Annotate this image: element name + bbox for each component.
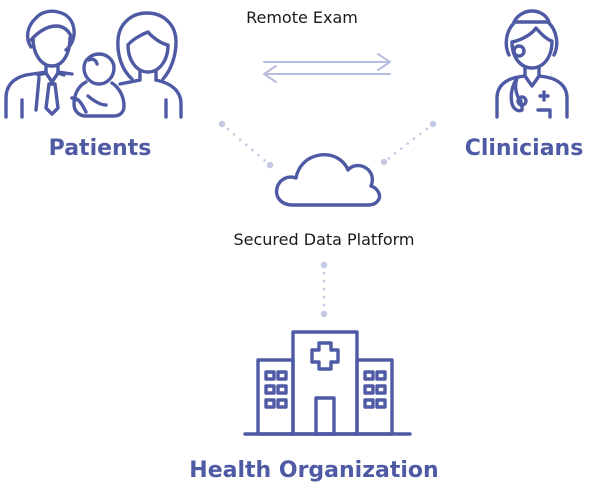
right-window-2 — [375, 370, 387, 381]
double-arrow-icon — [263, 53, 391, 83]
nurse-face — [510, 26, 554, 70]
left-window-6 — [276, 398, 288, 409]
father-head — [25, 9, 76, 52]
left-window-1 — [264, 370, 276, 381]
nurse-body — [495, 74, 569, 119]
child-arm — [86, 94, 108, 107]
hospital-right-wing — [355, 358, 394, 436]
left-window-5 — [264, 398, 276, 409]
clinicians-label: Clinicians — [464, 136, 584, 161]
mother-hair — [116, 11, 178, 81]
child-head — [82, 52, 116, 86]
dot-platform-right — [380, 158, 388, 166]
connector-patients-platform — [220, 122, 272, 167]
right-window-5 — [363, 398, 375, 409]
child-hair — [87, 57, 99, 66]
nurse-icon — [495, 9, 569, 119]
dot-platform-left — [266, 161, 274, 169]
father-hand — [70, 96, 88, 114]
connector-endpoints — [218, 120, 437, 318]
dot-clinicians-end — [429, 120, 437, 128]
father-face — [31, 36, 72, 68]
hospital-door — [314, 396, 336, 436]
hospital-cross — [310, 341, 340, 371]
nurse-hair — [504, 21, 559, 57]
child-body — [72, 80, 126, 118]
dot-patients-end — [218, 120, 226, 128]
cloud-icon — [274, 152, 382, 207]
father-tie — [44, 82, 60, 116]
hospital-icon — [243, 330, 412, 436]
arrow-left — [263, 65, 391, 83]
stethoscope-head — [516, 95, 528, 107]
right-window-4 — [375, 384, 387, 395]
mother-body — [118, 78, 183, 119]
dot-organization-top — [320, 310, 328, 318]
mother-face — [126, 30, 170, 74]
right-window-6 — [375, 398, 387, 409]
nurse-pocket — [536, 108, 552, 119]
chest-cross — [538, 90, 550, 102]
hospital-left-wing — [256, 358, 295, 436]
nurse-cap — [512, 9, 551, 24]
left-window-4 — [276, 384, 288, 395]
left-window-3 — [264, 384, 276, 395]
family-icon — [4, 9, 183, 119]
hospital-tower — [291, 330, 359, 436]
remote-exam-label: Remote Exam — [246, 8, 358, 27]
nurse-bun — [512, 44, 526, 58]
patients-label: Patients — [48, 136, 152, 161]
secured-data-platform-label: Secured Data Platform — [233, 230, 415, 249]
right-window-1 — [363, 370, 375, 381]
left-window-2 — [276, 370, 288, 381]
right-window-3 — [363, 384, 375, 395]
connector-lines — [220, 122, 435, 316]
health-organization-label: Health Organization — [189, 458, 439, 483]
dot-platform-bottom — [320, 261, 328, 269]
father-collar — [36, 71, 66, 84]
nurse-collar — [523, 74, 541, 88]
father-hair — [29, 24, 73, 42]
father-lapel — [34, 76, 41, 112]
connector-clinicians-platform — [382, 122, 435, 164]
cloud-outline — [274, 152, 382, 207]
arrow-right — [263, 53, 391, 71]
